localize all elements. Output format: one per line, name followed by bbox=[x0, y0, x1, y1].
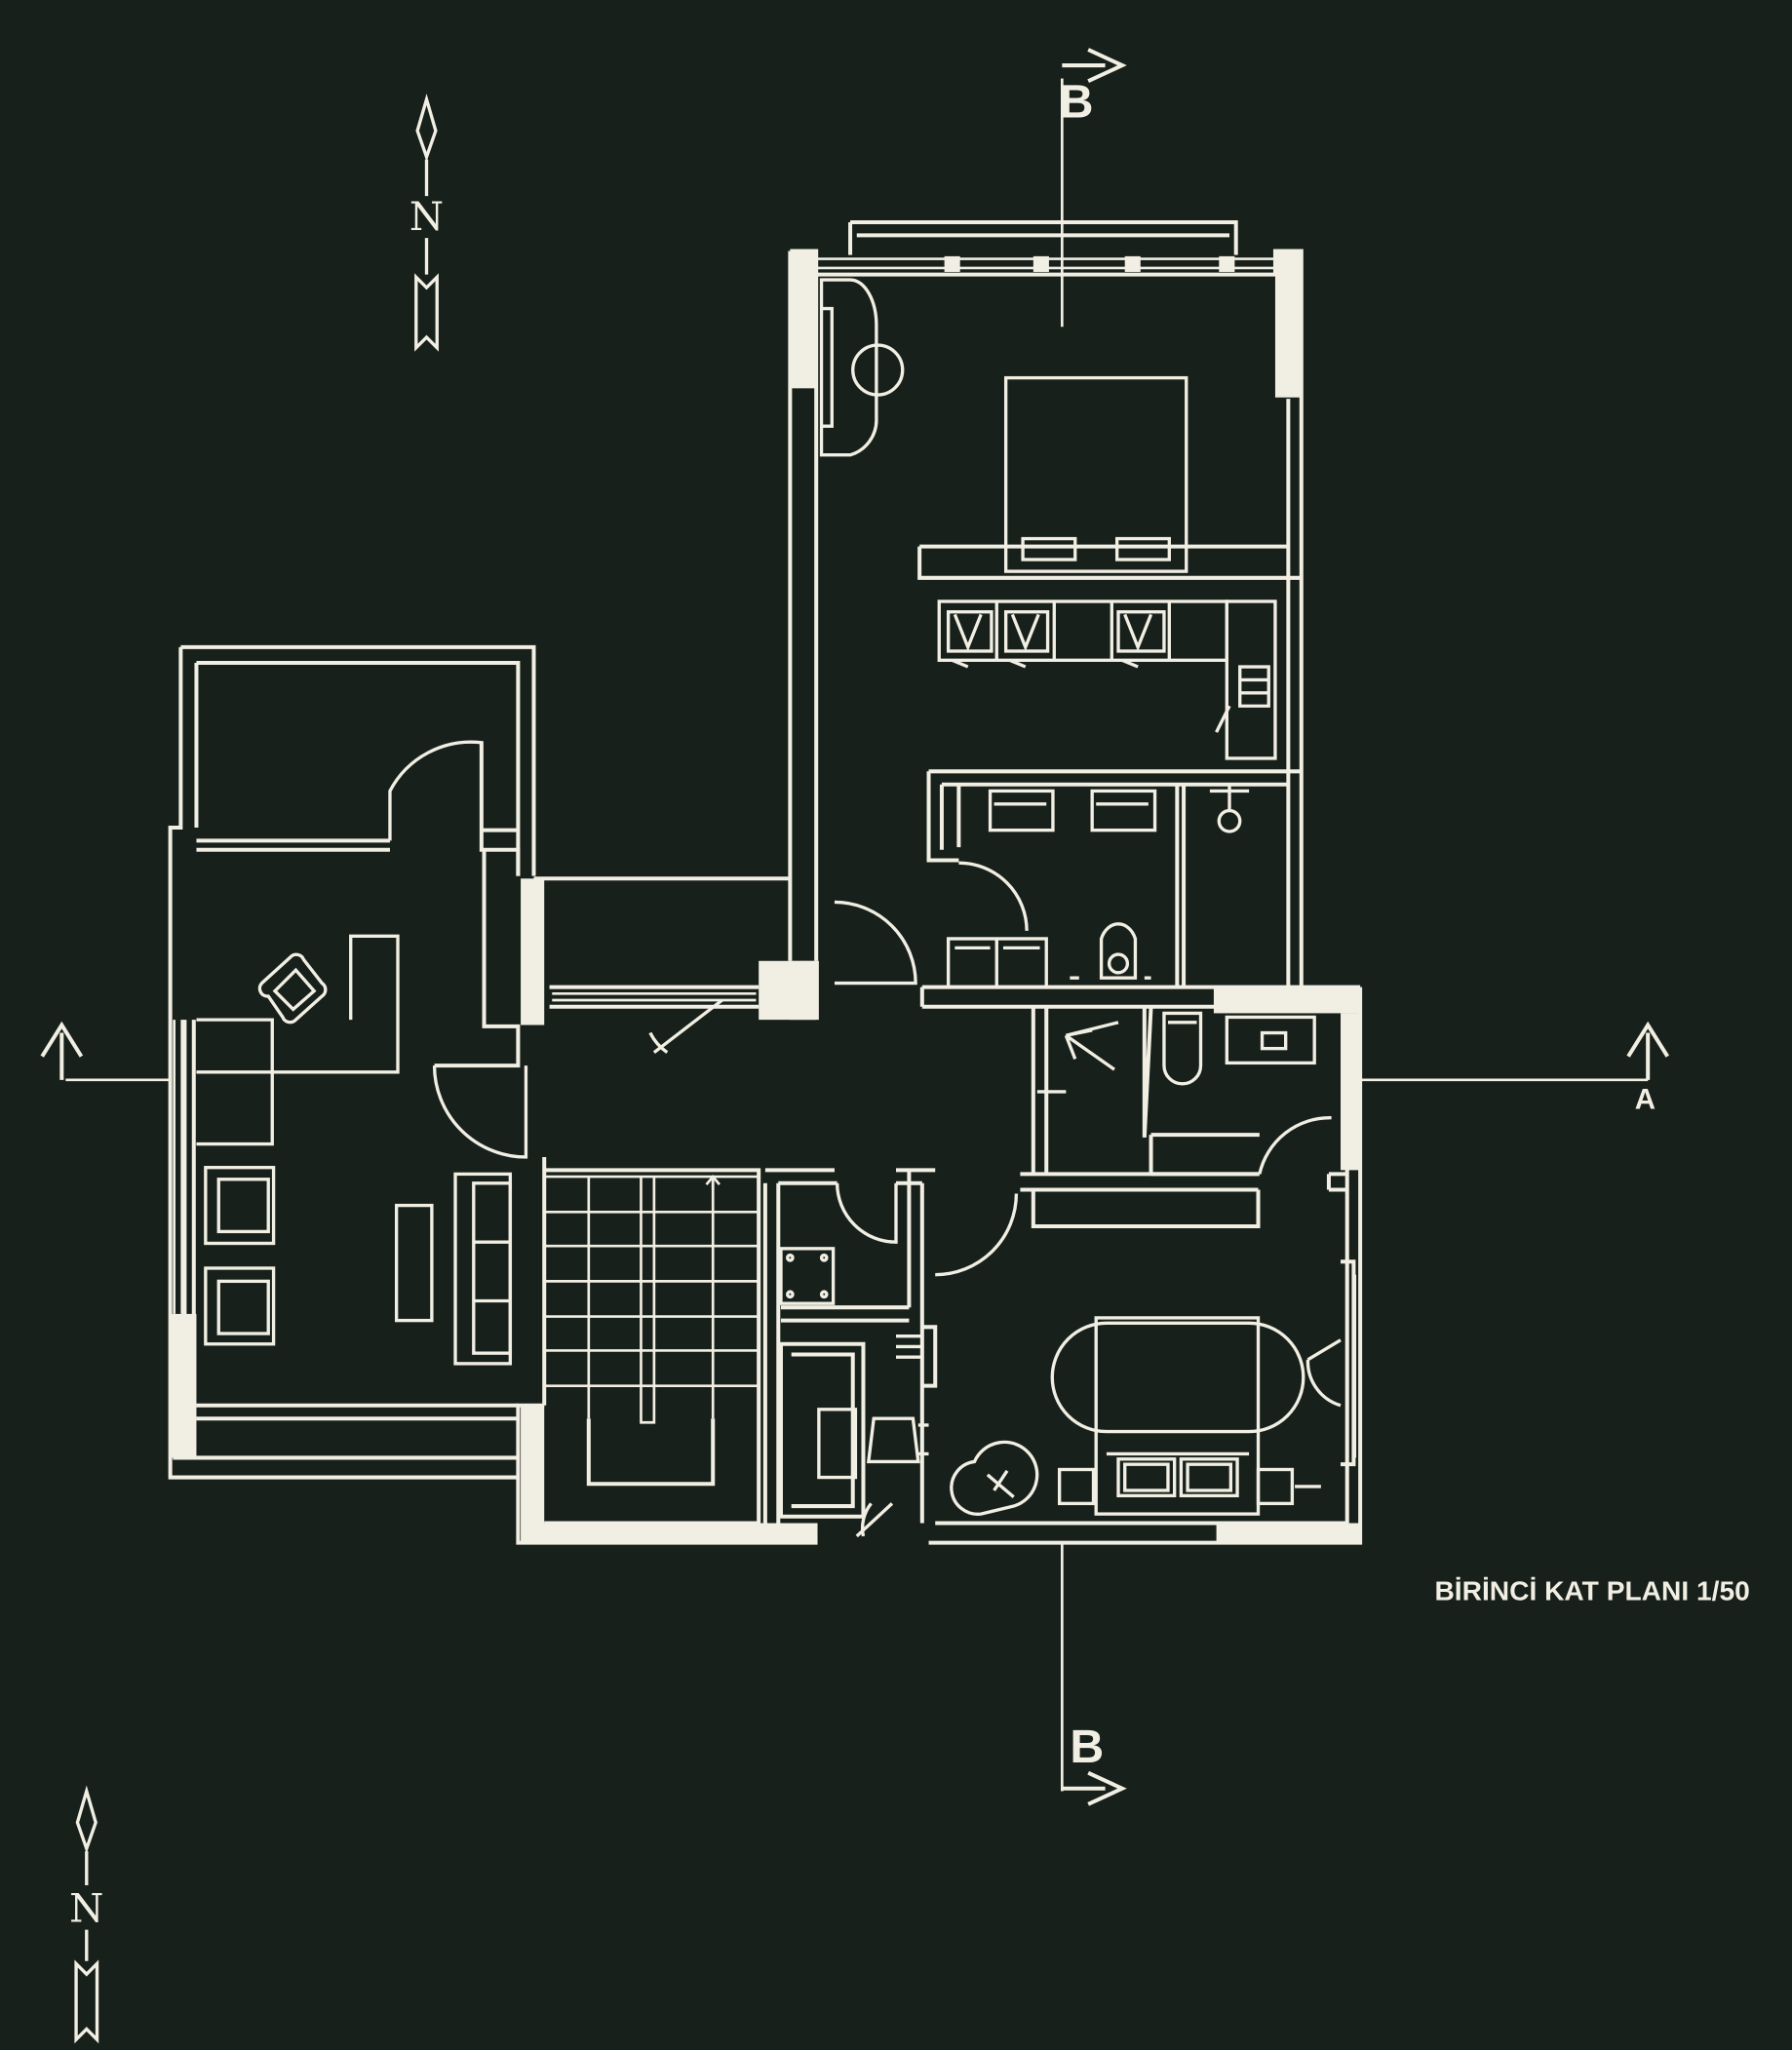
furniture bbox=[196, 278, 1321, 1516]
north-arrow-top: N bbox=[409, 93, 444, 352]
section-a-right-marker: A bbox=[1626, 1021, 1670, 1115]
section-lines bbox=[65, 78, 1649, 1792]
north-arrow-bottom-icon bbox=[74, 1785, 99, 2044]
north-arrow-bottom-letter: N bbox=[69, 1887, 103, 1932]
north-arrow-top-icon bbox=[414, 93, 439, 352]
section-b-bottom-label: B bbox=[1070, 1721, 1104, 1773]
north-arrow-top-letter: N bbox=[409, 195, 444, 240]
doors bbox=[388, 740, 1342, 1538]
section-b-top-marker: B bbox=[1060, 48, 1127, 129]
solid-wall-pieces bbox=[170, 251, 1361, 1544]
drawing-title: BİRİNCİ KAT PLANI 1/50 bbox=[1434, 1576, 1749, 1606]
stairs bbox=[544, 1174, 760, 1424]
section-a-left-marker bbox=[40, 1021, 84, 1080]
window-mullions bbox=[944, 255, 1235, 272]
section-b-top-label: B bbox=[1060, 76, 1094, 129]
section-b-bottom-marker: B bbox=[1062, 1721, 1127, 1806]
north-arrow-bottom: N bbox=[69, 1785, 103, 2044]
section-a-right-label: A bbox=[1635, 1083, 1656, 1115]
